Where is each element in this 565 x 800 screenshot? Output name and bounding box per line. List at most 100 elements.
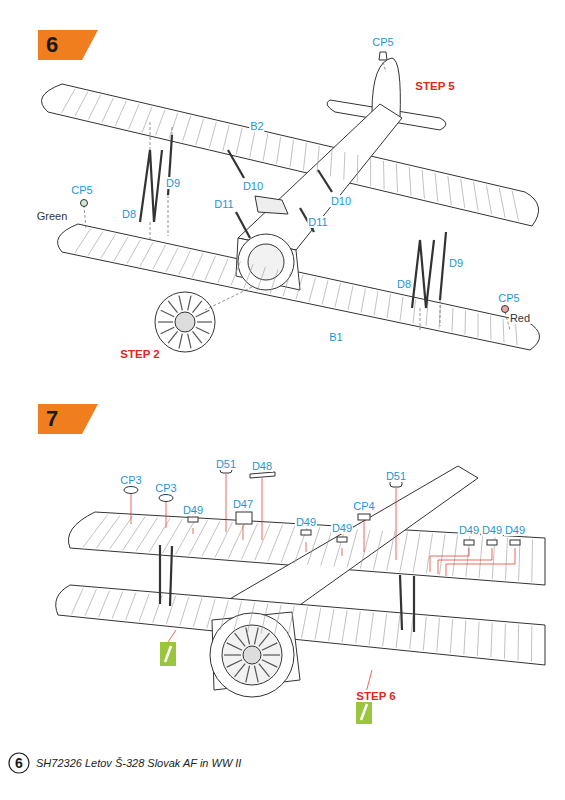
wing-rib [288,606,294,637]
wing-rib [344,152,345,180]
wing-rib [479,536,482,577]
wing-rib [75,229,91,253]
part-d49 [301,530,311,535]
cylinder [259,664,270,677]
cylinder [246,628,250,645]
wing-rib [112,591,123,618]
engine-front [222,625,282,685]
part-label: CP4 [352,500,375,512]
wing-rib [426,534,432,574]
wing-rib [268,525,283,562]
wing-rib [461,179,465,208]
strut [400,575,402,630]
part-label: CP5 [497,292,520,304]
wing-rib [234,601,242,631]
wing-rib [486,185,491,215]
wing-rib [196,119,204,145]
part-d49 [337,537,347,542]
wing-rib [290,140,294,167]
part-label: D47 [232,498,254,510]
part-label: D8 [396,278,412,290]
engine-hub [243,646,261,664]
wing-rib [303,143,306,170]
wing-rib [330,149,332,177]
wing-rib [370,158,371,186]
page-circle [9,753,29,773]
wing-rib [329,609,334,641]
wing-rib [499,188,505,218]
wing-rib [192,253,203,277]
strut-d11 [236,212,250,238]
wing-rib [477,621,479,656]
wing-rib [296,275,303,299]
wing-rib [374,291,378,315]
wing-rib [357,155,359,183]
wing-rib [396,164,397,192]
wing-rib [207,599,215,628]
wing-rib [83,515,107,547]
strut-d9 [440,232,446,300]
wing-rib [114,237,128,261]
page-number: 6 [8,752,30,774]
part-label: B1 [328,331,343,343]
strut [159,545,161,604]
wing-rib [356,611,361,643]
wing-rib [369,613,373,645]
wing-rib [302,607,308,638]
wing-rib [244,264,253,288]
step-number-text: 6 [8,752,30,774]
step-number-text: 7 [38,404,98,434]
wing-rib [409,167,411,196]
wing-rib [422,170,424,199]
cylinder [188,296,191,311]
wing-rib [223,125,229,151]
wing-rib [140,242,153,266]
cylinder [262,660,277,667]
step-number-text: 6 [38,30,98,60]
wing-rib [465,310,467,334]
part-label: CP5 [70,184,93,196]
wing-rib [373,531,382,570]
wing-rib [127,240,141,264]
part-d47 [236,512,252,524]
wing-rib [88,231,103,255]
cylinder [168,331,177,343]
cylinder [259,633,270,646]
part-label: D49 [182,504,204,516]
wing-rib [274,605,281,635]
wing-rib [448,176,452,205]
lower-wing [56,585,545,665]
wing-rib [490,316,492,340]
engine-hub [175,312,195,332]
cylinder [224,654,241,655]
cylinder [158,321,173,322]
wing-rib [464,620,466,654]
wing-rib [423,617,426,651]
wing-rib [72,588,84,614]
wing-rib [102,98,114,123]
cylinder [179,334,182,349]
wing-rib [99,590,110,617]
wing-rib [505,538,507,580]
wing-rib [136,518,158,552]
part-label: B2 [249,120,264,132]
wing-rib [322,280,328,304]
wing-rib [516,321,518,345]
strut-d8 [140,150,162,222]
wing-rib [96,515,120,548]
part-cp4 [358,514,370,520]
part-label: D10 [242,180,264,192]
cylinder [235,633,246,646]
part-label: D49 [295,516,317,528]
strut-d10 [318,170,332,192]
cylinder [192,301,201,313]
strut-d10 [228,150,244,178]
strut-d8 [412,240,434,308]
part-label: CP5 [371,36,394,48]
cylinder [254,628,258,645]
wing-rib [156,110,165,135]
wing-rib [153,245,166,269]
part-label: D11 [213,198,234,210]
step-number: 6 [38,30,98,60]
wing-rib [228,523,245,559]
